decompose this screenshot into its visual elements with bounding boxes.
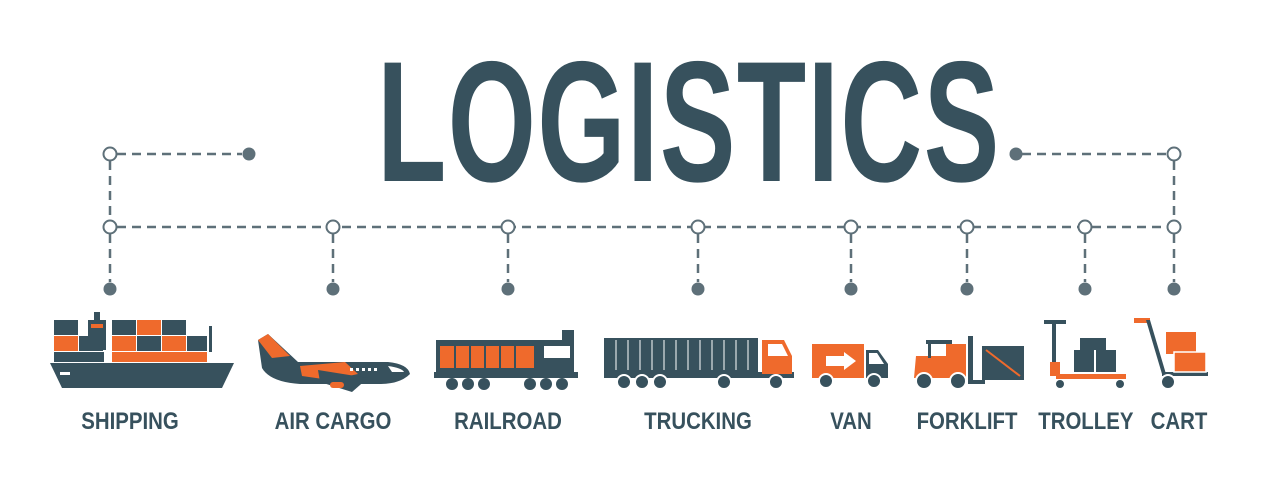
ship-icon <box>50 312 234 388</box>
van-icon <box>812 344 888 389</box>
truck-icon <box>604 338 794 390</box>
label-trucking: TRUCKING <box>644 408 752 435</box>
trolley-icon <box>1044 320 1126 388</box>
label-forklift: FORKLIFT <box>916 408 1018 435</box>
label-trolley: TROLLEY <box>1038 408 1134 435</box>
airplane-icon <box>258 334 410 392</box>
hand-cart-icon <box>1134 318 1208 390</box>
forklift-icon <box>914 336 1024 390</box>
page-title: LOGISTICS <box>377 26 1001 218</box>
label-van: VAN <box>830 408 872 435</box>
label-shipping: SHIPPING <box>81 408 179 435</box>
locomotive-icon <box>434 330 578 390</box>
label-railroad: RAILROAD <box>454 408 562 435</box>
label-air-cargo: AIR CARGO <box>274 408 392 435</box>
label-cart: CART <box>1150 408 1208 435</box>
